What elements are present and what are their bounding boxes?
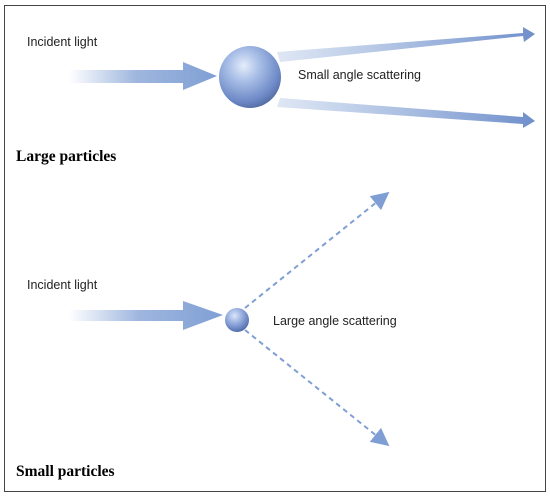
small-particles-panel: Incident light Large angle scattering Sm…: [5, 178, 545, 480]
small-particles-diagram: [69, 191, 390, 447]
small-particle: [225, 308, 249, 332]
incident-light-label: Incident light: [27, 35, 98, 49]
panel-caption: Large particles: [16, 148, 117, 165]
incident-light-label: Incident light: [27, 278, 98, 292]
scattered-light-ray-upper: [244, 191, 390, 309]
panel-caption: Small particles: [16, 463, 115, 480]
figure-frame: Incident light Small angle scattering La…: [4, 5, 546, 492]
large-particles-panel: Incident light Small angle scattering La…: [5, 6, 545, 248]
scattered-light-ray-lower: [244, 329, 390, 447]
incident-light-arrow: [69, 301, 223, 330]
scattering-label: Large angle scattering: [273, 314, 397, 328]
scattered-light-arrow-upper: [277, 27, 535, 62]
large-particle: [219, 46, 281, 108]
scattered-light-arrow-lower: [277, 98, 535, 128]
scattering-label: Small angle scattering: [298, 68, 421, 82]
incident-light-arrow: [69, 62, 217, 90]
large-particles-diagram: [69, 27, 535, 128]
